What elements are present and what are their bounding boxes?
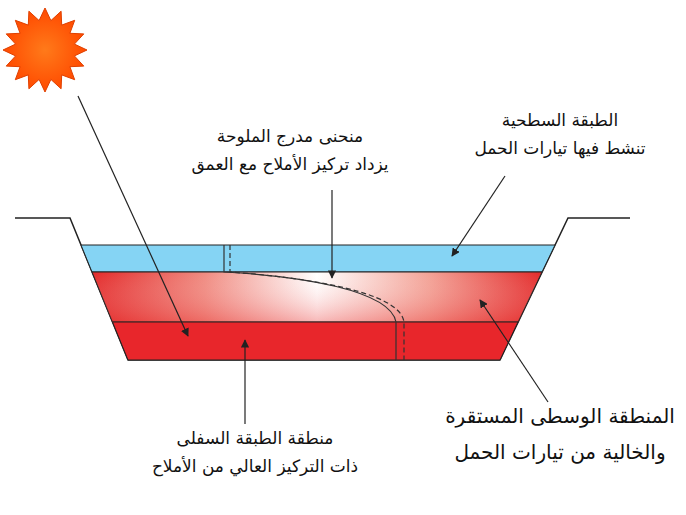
- middle-zone-title: المنطقة الوسطى المستقرة: [445, 404, 675, 428]
- surface-layer-title: الطبقة السطحية: [502, 110, 618, 130]
- salinity-curve-dashed: [230, 245, 404, 360]
- bottom-layer-note: ذات التركيز العالي من الأملاح: [152, 456, 358, 476]
- bottom-leader: [244, 340, 245, 424]
- ground-outline: [15, 218, 630, 360]
- bottom-layer-title: منطقة الطبقة السفلى: [177, 428, 334, 448]
- curve-leader: [331, 190, 332, 278]
- middle-leader: [480, 300, 548, 402]
- salinity-curve: [224, 245, 396, 360]
- sun-leader: [78, 96, 188, 336]
- curve-note: يزداد تركيز الأملاح مع العمق: [191, 154, 388, 174]
- middle-zone: [92, 272, 542, 322]
- bottom-layer: [113, 322, 519, 360]
- middle-zone-shade: [92, 272, 542, 322]
- surface-layer-note: تنشط فيها تيارات الحمل: [474, 138, 645, 158]
- sun-symbol: [3, 8, 87, 92]
- surface-leader: [452, 176, 505, 256]
- curve-title: منحنى مدرج الملوحة: [217, 126, 363, 146]
- middle-zone-note: والخالية من تيارات الحمل: [454, 440, 665, 464]
